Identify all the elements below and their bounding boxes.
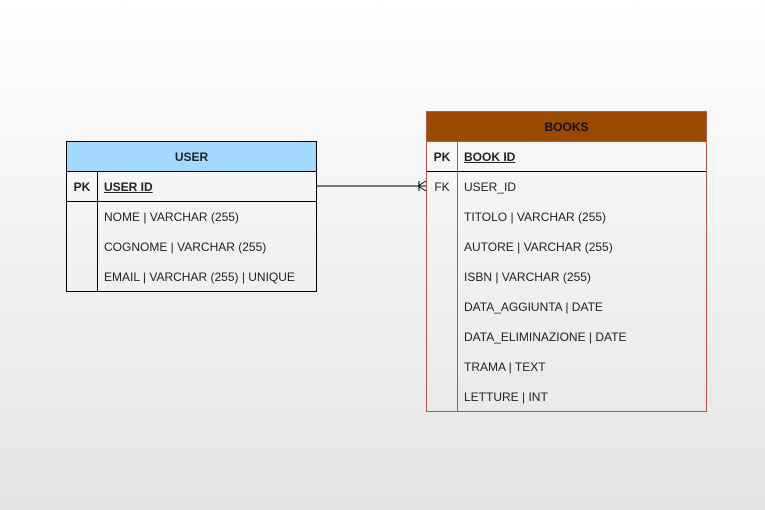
entity-user[interactable]: USER PK USER ID NOME | VARCHAR (255) COG… [66,141,317,292]
entity-books-field-data-eliminazione: DATA_ELIMINAZIONE | DATE [464,330,627,344]
entity-user-field-row[interactable]: COGNOME | VARCHAR (255) [67,232,316,262]
entity-books-field-row[interactable]: ISBN | VARCHAR (255) [427,262,706,292]
entity-books-fk-label: FK [434,180,450,194]
relationship-crowfoot-top [417,180,427,187]
entity-books-field-isbn: ISBN | VARCHAR (255) [464,270,591,284]
entity-user-field-nome: NOME | VARCHAR (255) [104,210,239,224]
entity-user-pk-row[interactable]: PK USER ID [67,172,316,202]
entity-books-field-trama: TRAMA | TEXT [464,360,546,374]
entity-user-title: USER [67,142,316,172]
entity-books-pk-label: PK [433,150,451,164]
entity-user-field-row[interactable]: EMAIL | VARCHAR (255) | UNIQUE [67,262,316,292]
entity-books-title: BOOKS [427,112,706,142]
entity-books-field-row[interactable]: DATA_AGGIUNTA | DATE [427,292,706,322]
entity-books-field-row[interactable]: DATA_ELIMINAZIONE | DATE [427,322,706,352]
entity-books-fk-field: USER_ID [464,180,517,194]
entity-books-field-titolo: TITOLO | VARCHAR (255) [464,210,607,224]
relationship-crowfoot-bottom [417,185,427,192]
entity-books-key-divider [457,142,458,411]
entity-books-field-row[interactable]: TRAMA | TEXT [427,352,706,382]
entity-books-field-letture: LETTURE | INT [464,390,548,404]
entity-books-fk-row[interactable]: FK USER_ID [427,172,706,202]
entity-user-pk-field: USER ID [104,180,153,194]
entity-user-field-cognome: COGNOME | VARCHAR (255) [104,240,267,254]
entity-user-pk-label: PK [73,180,91,194]
entity-books-field-row[interactable]: TITOLO | VARCHAR (255) [427,202,706,232]
entity-books-field-row[interactable]: LETTURE | INT [427,382,706,412]
entity-books-field-row[interactable]: AUTORE | VARCHAR (255) [427,232,706,262]
entity-books[interactable]: BOOKS PK BOOK ID FK USER_ID TITOLO | VAR… [426,111,707,412]
entity-user-field-email: EMAIL | VARCHAR (255) | UNIQUE [104,270,295,284]
entity-books-field-autore: AUTORE | VARCHAR (255) [464,240,613,254]
entity-user-field-row[interactable]: NOME | VARCHAR (255) [67,202,316,232]
entity-books-field-data-aggiunta: DATA_AGGIUNTA | DATE [464,300,603,314]
entity-books-pk-row[interactable]: PK BOOK ID [427,142,706,172]
entity-books-pk-field: BOOK ID [464,150,516,164]
entity-user-key-divider [97,172,98,291]
